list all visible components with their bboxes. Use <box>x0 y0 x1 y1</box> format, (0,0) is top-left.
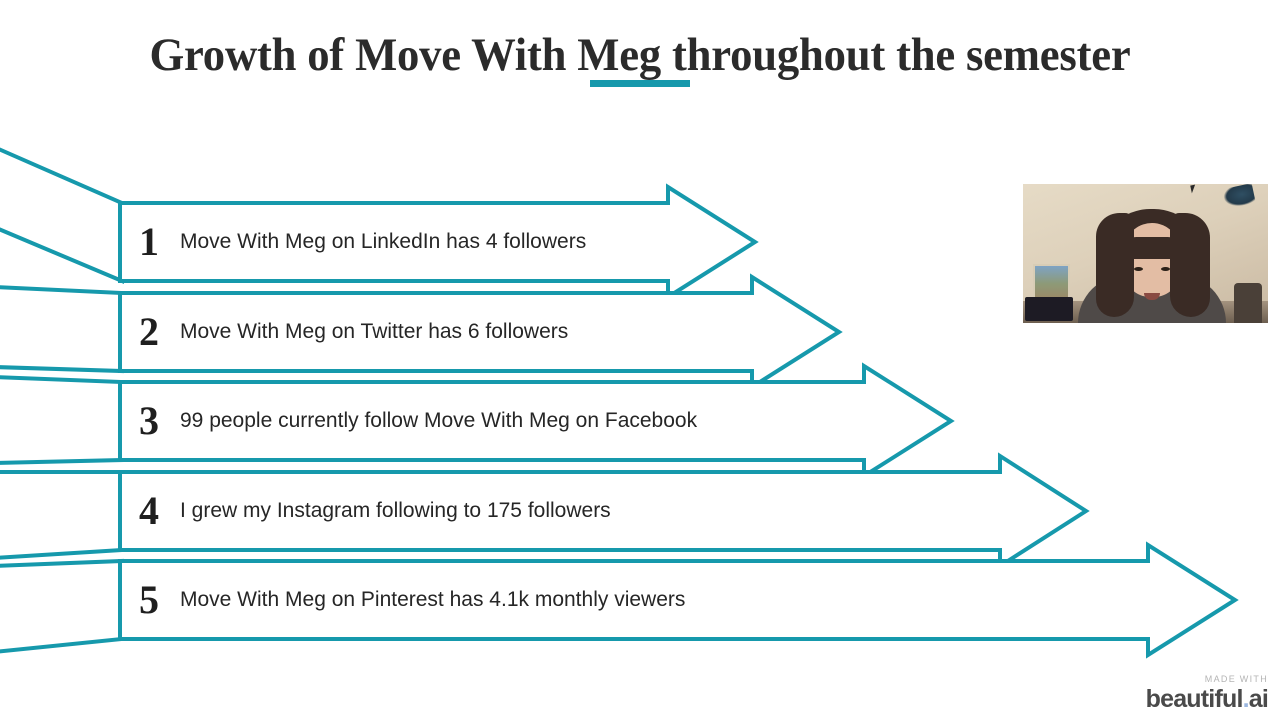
watermark-made-with-label: MADE WITH <box>1204 674 1268 684</box>
arrow-shape-3 <box>118 362 955 480</box>
title-accent-bar <box>590 80 690 87</box>
video-chair <box>1234 283 1262 323</box>
watermark-brand-tld: ai <box>1248 685 1269 713</box>
presenter-video-overlay[interactable] <box>1023 184 1268 323</box>
arrow-shape-5 <box>118 541 1239 659</box>
presenter-figure <box>1077 205 1227 323</box>
page-title: Growth of Move With Meg throughout the s… <box>149 29 1131 81</box>
arrow-shape-4 <box>118 452 1090 570</box>
watermark-brand-name: beautiful <box>1145 685 1244 713</box>
presenter-eye-left <box>1133 267 1143 271</box>
presenter-fringe <box>1121 237 1182 259</box>
watermark-brand-dot: . <box>1242 685 1250 713</box>
presenter-mouth <box>1143 293 1160 300</box>
funnel-shape-5 <box>0 558 124 654</box>
arrow-shape-2 <box>118 273 843 391</box>
presenter-hair-left <box>1095 213 1134 317</box>
presenter-hair-right <box>1169 213 1210 317</box>
arrow-shape-1 <box>118 183 759 301</box>
watermark-brand: beautiful.ai <box>1145 685 1269 713</box>
beautiful-ai-watermark: MADE WITH beautiful.ai <box>1145 674 1269 713</box>
wall-picture-frame <box>1033 264 1070 300</box>
presenter-eye-right <box>1160 267 1170 271</box>
video-monitor <box>1025 297 1073 321</box>
title-block: Growth of Move With Meg throughout the s… <box>0 29 1280 81</box>
